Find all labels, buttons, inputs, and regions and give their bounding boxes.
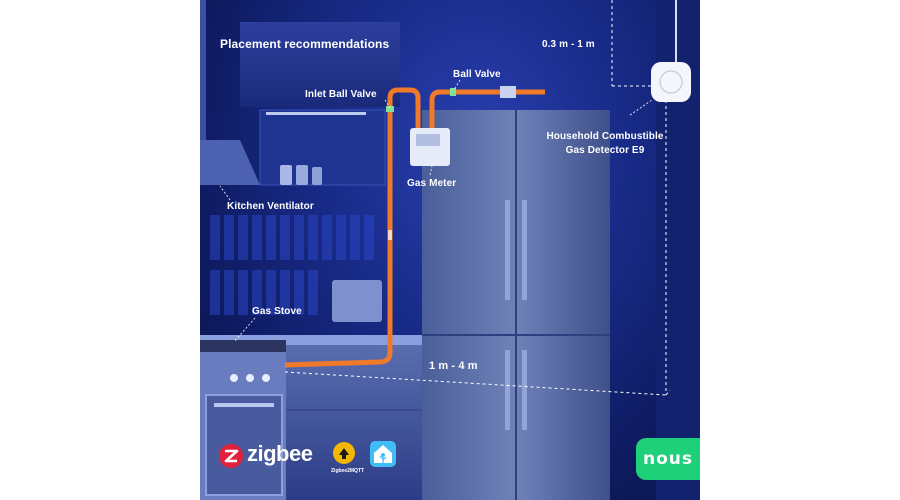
kitchen-ventilator-hood: [200, 140, 260, 185]
jar: [296, 165, 308, 185]
under-cabinet-light: [266, 112, 366, 115]
countertop: [200, 335, 430, 345]
home-assistant-icon: [370, 441, 396, 467]
zigbee-logo-icon: [219, 444, 243, 468]
gas-meter-label: Gas Meter: [407, 178, 457, 189]
zigbee2mqtt-label: Zigbee2MQTT: [331, 468, 365, 474]
kitchen-scene: [200, 0, 700, 500]
inlet-ball-valve-label: Inlet Ball Valve: [305, 89, 377, 100]
gas-detector-label: Household Combustible Gas Detector E9: [546, 131, 664, 156]
jar: [312, 167, 322, 185]
inlet-ball-valve: [386, 106, 394, 112]
ball-valve: [500, 86, 516, 98]
stove-top: [200, 340, 286, 352]
upper-cabinet: [240, 22, 400, 107]
gas-pipe-outlet: [429, 89, 545, 128]
kitchen-ventilator-label: Kitchen Ventilator: [227, 201, 314, 212]
pot: [332, 280, 382, 322]
nous-brand-badge: nous: [636, 438, 700, 480]
placement-illustration: Placement recommendations 0.3 m - 1 m In…: [200, 0, 700, 500]
ventilator-duct: [200, 0, 206, 140]
open-shelf: [259, 109, 386, 186]
zigbee-wordmark: zigbee: [247, 441, 313, 466]
backsplash-tiles: [210, 215, 374, 315]
page-title: Placement recommendations: [220, 37, 390, 51]
ball-valve-label: Ball Valve: [453, 69, 501, 80]
gas-meter: [410, 128, 450, 166]
ceiling-distance-label: 0.3 m - 1 m: [542, 39, 595, 50]
ball-valve-marker: [450, 88, 456, 96]
leader-lines: [219, 79, 653, 343]
zigbee2mqtt-logo-icon: [333, 442, 355, 464]
gas-detector-e9: [651, 62, 691, 102]
gas-stove-label: Gas Stove: [252, 306, 302, 317]
dimension-guides: [284, 0, 671, 396]
oven-door: [205, 394, 283, 496]
jar: [280, 165, 292, 185]
horizontal-distance-label: 1 m - 4 m: [429, 360, 478, 372]
gas-pipe-inlet: [284, 87, 421, 368]
